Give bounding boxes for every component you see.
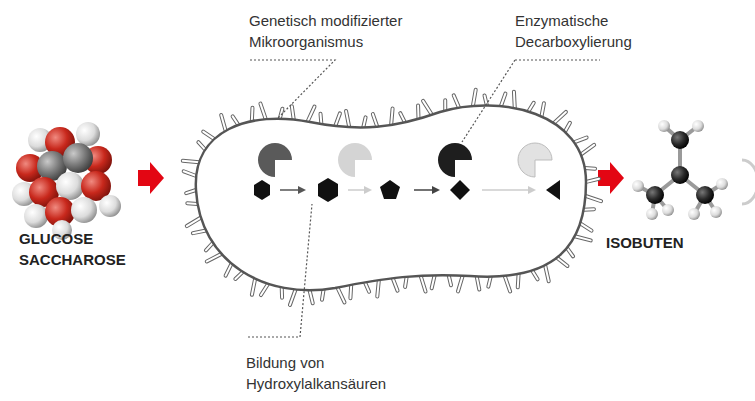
glucose-molecule [12, 122, 121, 240]
reaction-arrows [280, 186, 536, 194]
next-molecule-hint [742, 160, 755, 204]
product-label: ISOBUTEN [606, 232, 726, 253]
callout-label: Enzymatische Decarboxylierung [515, 10, 665, 52]
substrate-label: GLUCOSE SACCHAROSE [19, 228, 129, 270]
flow-arrow [138, 162, 164, 194]
cilia [183, 90, 601, 305]
callout-label: Bildung von Hydroxylalkansäuren [246, 352, 416, 394]
enzyme-icons [258, 143, 552, 177]
callout-label: Genetisch modifizierter Mikroorganismus [249, 10, 439, 52]
microorganism-outline [196, 105, 586, 290]
leader-line [248, 60, 600, 337]
metabolite-symbols [254, 178, 560, 202]
isobutene-molecule [632, 120, 728, 220]
flow-arrow [598, 162, 624, 194]
